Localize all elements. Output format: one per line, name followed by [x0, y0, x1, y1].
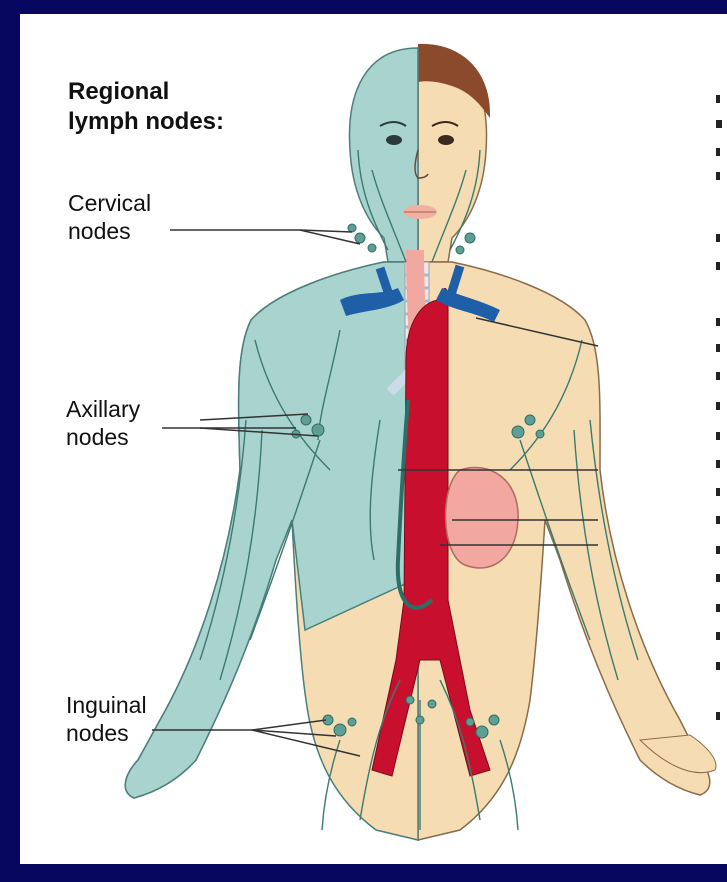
heading-line-1: Regional [68, 78, 169, 106]
inguinal-label-line-1: Inguinal [66, 692, 147, 718]
inguinal-label-line-2: nodes [66, 720, 129, 746]
axillary-label-line-2: nodes [66, 424, 129, 450]
cropped-text-marks [716, 95, 722, 720]
axillary-label-line-1: Axillary [66, 396, 140, 422]
spleen [446, 467, 519, 568]
body-lymph-side [125, 48, 418, 840]
cervical-label-line-1: Cervical [68, 190, 151, 216]
cervical-label-line-2: nodes [68, 218, 131, 244]
heading-line-2: lymph nodes: [68, 108, 224, 136]
